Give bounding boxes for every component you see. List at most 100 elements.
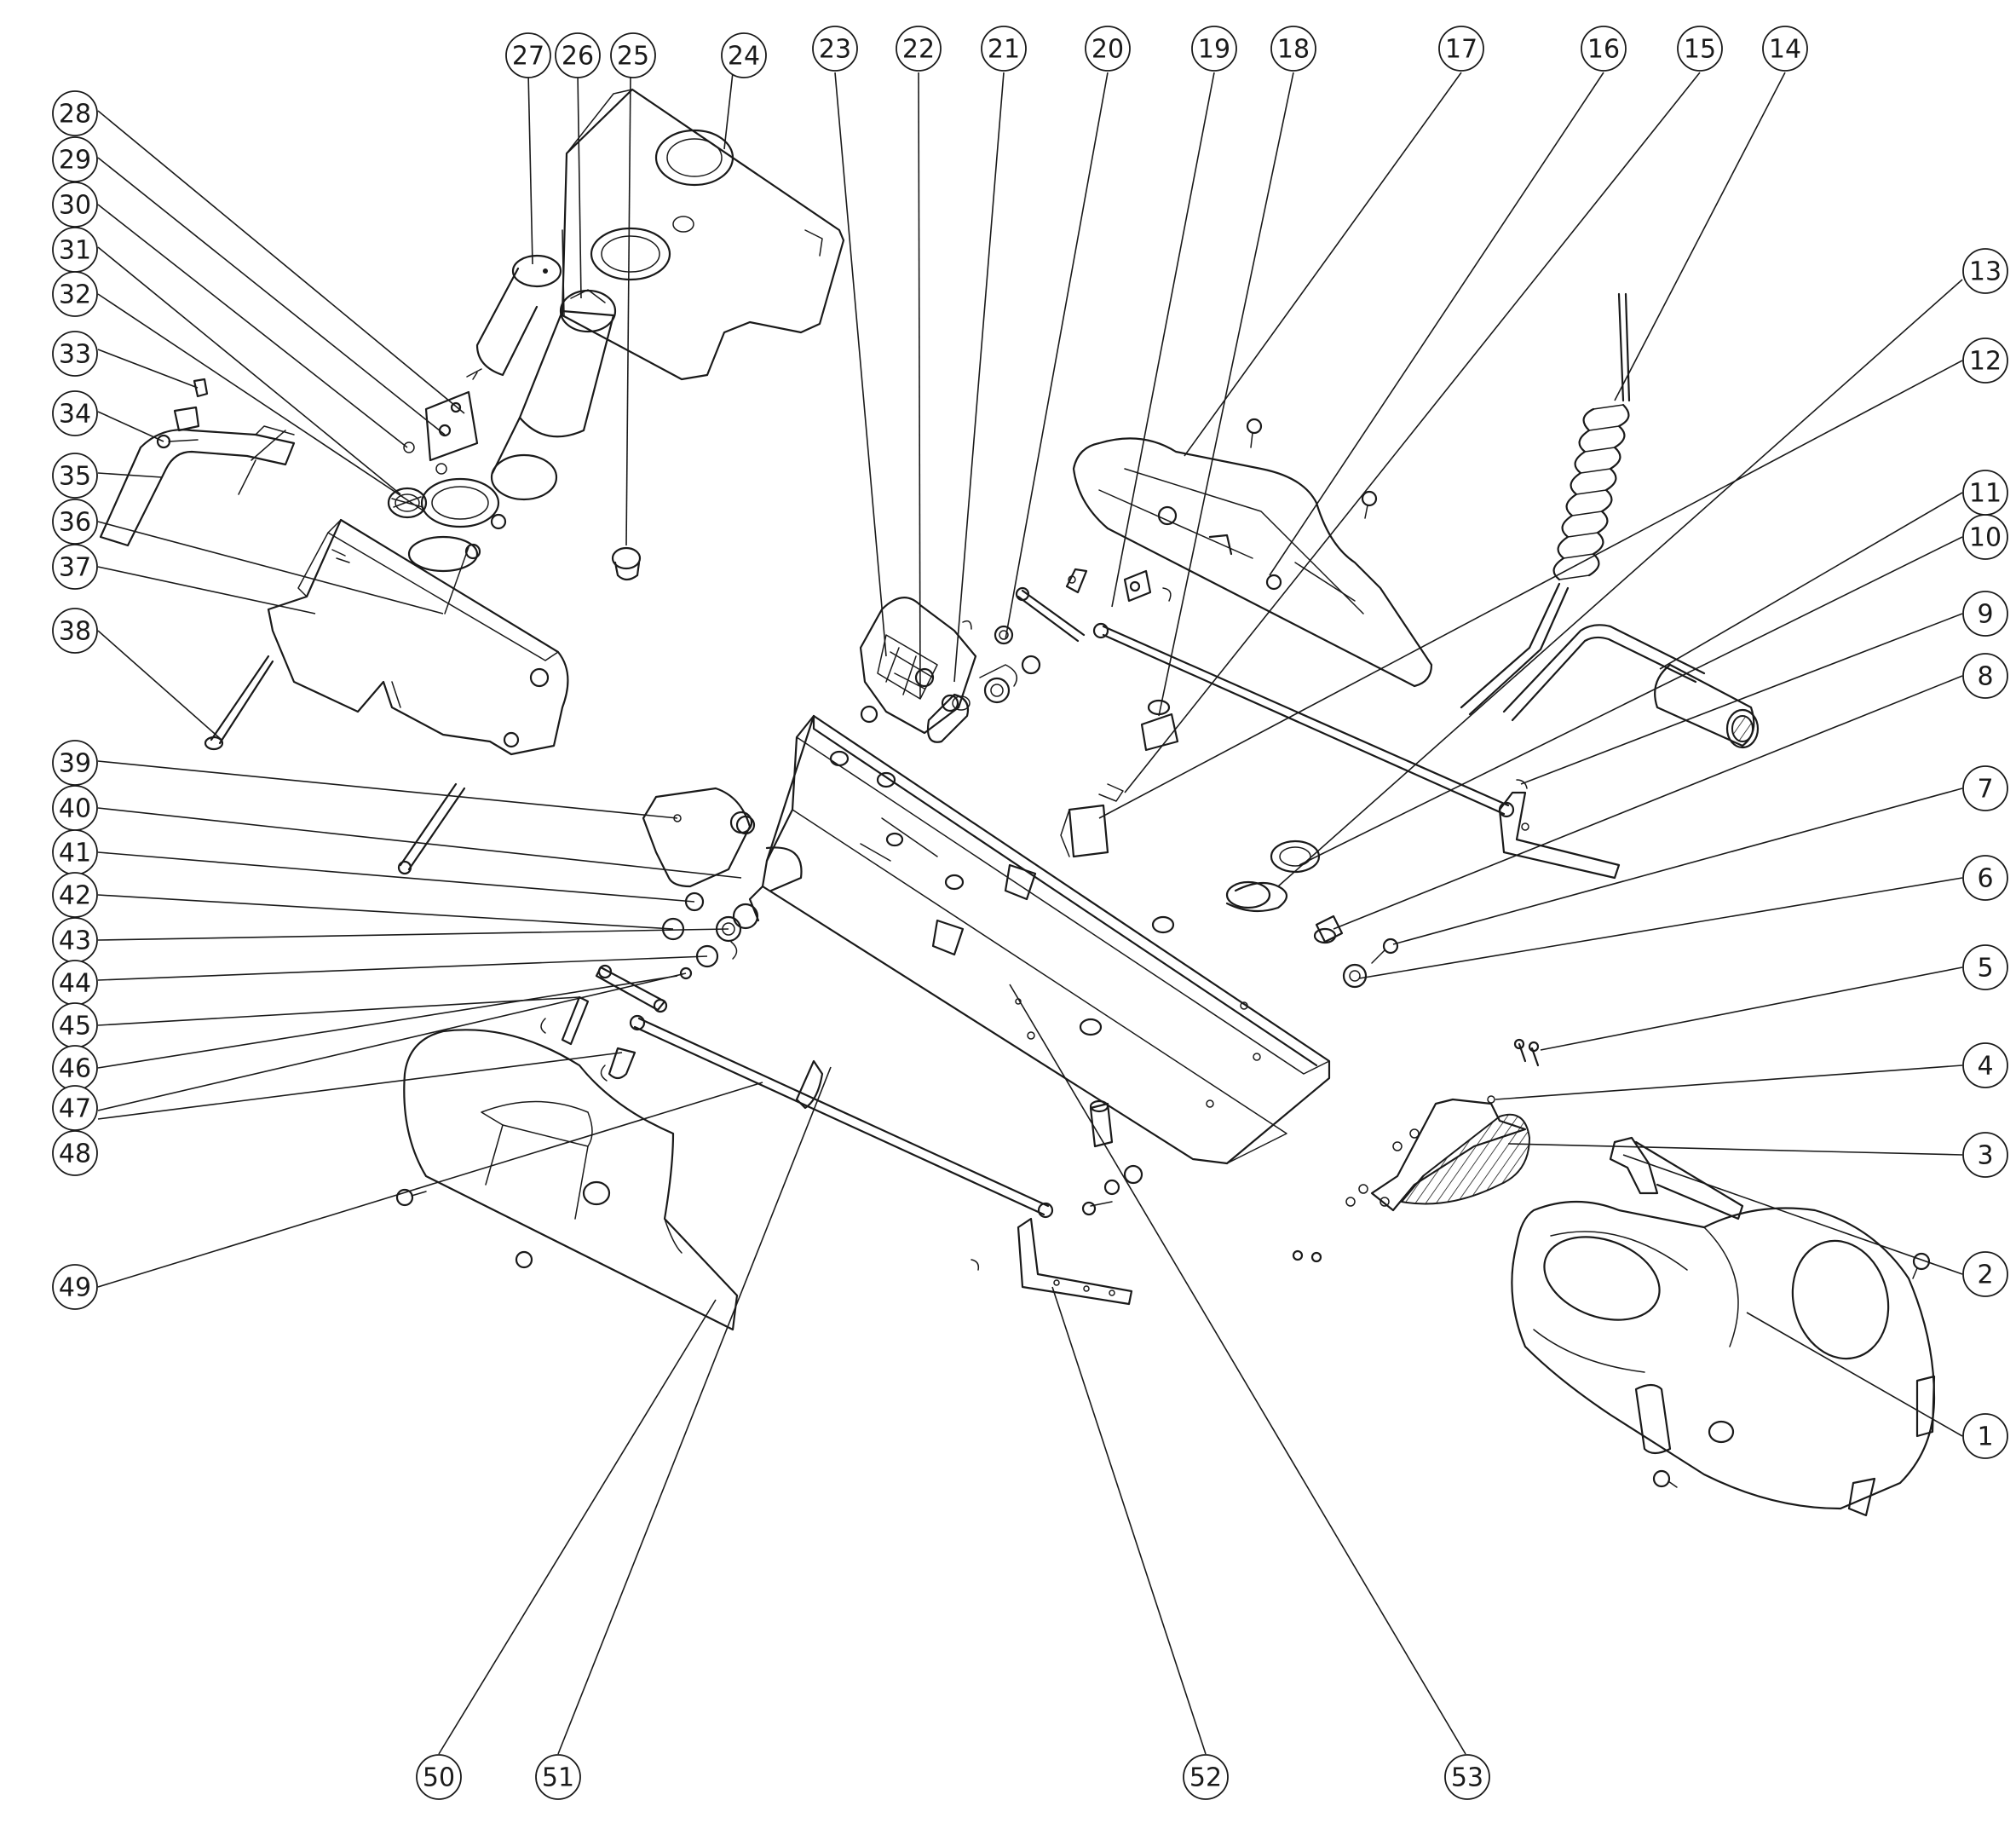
callout-46: 46 (52, 1045, 98, 1091)
part-51-lower-rod (629, 1014, 1054, 1219)
callout-circle (52, 136, 98, 182)
callout-circle (1191, 26, 1237, 72)
callout-circle (1962, 591, 2008, 637)
callout-38: 38 (52, 608, 98, 654)
callout-32: 32 (52, 271, 98, 317)
callout-circle (52, 390, 98, 436)
callout-28: 28 (52, 90, 98, 136)
callout-3: 3 (1962, 1132, 2008, 1178)
callout-number: 41 (59, 839, 91, 868)
callout-number: 12 (1969, 347, 2002, 377)
callout-number: 53 (1451, 1763, 1483, 1793)
callout-number: 8 (1977, 662, 1993, 692)
callout-47: 47 (52, 1085, 98, 1131)
callout-number: 18 (1277, 35, 1310, 65)
callout-26: 26 (555, 32, 601, 78)
callout-circle (52, 1085, 98, 1131)
callout-52: 52 (1183, 1754, 1229, 1800)
callout-number: 23 (819, 35, 851, 65)
callout-number: 9 (1977, 600, 1993, 630)
callout-number: 37 (59, 553, 91, 583)
part-2-clip (1609, 1136, 1931, 1279)
part-3-tread (1400, 1113, 1531, 1205)
callout-circle (52, 872, 98, 918)
callout-number: 21 (988, 35, 1020, 65)
callout-circle (1762, 26, 1808, 72)
callout-19: 19 (1191, 26, 1237, 72)
callout-number: 39 (59, 749, 91, 779)
callout-51: 51 (535, 1754, 581, 1800)
callout-circle (52, 331, 98, 377)
callout-circle (52, 90, 98, 136)
callout-30: 30 (52, 182, 98, 228)
part-49-screws (395, 1188, 533, 1269)
callout-number: 50 (423, 1763, 455, 1793)
part-13-spring (1225, 839, 1321, 913)
callout-circle (52, 1130, 98, 1176)
part-23-upper-plate (859, 597, 977, 735)
callout-number: 36 (59, 508, 91, 538)
callout-circle (505, 32, 551, 78)
part-26-motor-body (490, 289, 617, 501)
part-38-bolt (204, 655, 274, 751)
callout-number: 29 (59, 146, 91, 176)
part-1-right-cover (1511, 1200, 1936, 1517)
callout-number: 45 (59, 1012, 91, 1041)
callout-2: 2 (1962, 1251, 2008, 1297)
callout-8: 8 (1962, 653, 2008, 699)
callout-number: 13 (1969, 257, 2002, 287)
callout-circle (1962, 653, 2008, 699)
callout-circle (1962, 1132, 2008, 1178)
callout-number: 19 (1198, 35, 1230, 65)
callout-number: 3 (1977, 1141, 1993, 1171)
callout-circle (1183, 1754, 1229, 1800)
callout-circle (610, 32, 656, 78)
part-10-lever-bracket (1498, 779, 1621, 880)
callout-number: 15 (1684, 35, 1716, 65)
callout-10: 10 (1962, 514, 2008, 560)
callout-40: 40 (52, 785, 98, 831)
part-24-top-cover (561, 88, 845, 381)
callout-14: 14 (1762, 26, 1808, 72)
part-52-lower-bracket (971, 1217, 1133, 1306)
callout-number: 24 (728, 42, 760, 72)
part-5-screws (1513, 1038, 1540, 1067)
callout-50: 50 (416, 1754, 462, 1800)
part-39-side-plate (642, 787, 753, 888)
callout-circle (416, 1754, 462, 1800)
callout-number: 43 (59, 926, 91, 956)
callout-35: 35 (52, 453, 98, 499)
callout-31: 31 (52, 227, 98, 273)
callout-25: 25 (610, 32, 656, 78)
screws-lower-right (1292, 1249, 1322, 1263)
callout-4: 4 (1962, 1042, 2008, 1088)
part-31-ring (420, 477, 507, 530)
callout-43: 43 (52, 917, 98, 963)
callout-number: 47 (59, 1094, 91, 1124)
callout-22: 22 (896, 26, 942, 72)
callout-circle (52, 740, 98, 786)
callout-number: 6 (1977, 864, 1993, 894)
callout-circle (721, 32, 767, 78)
callout-15: 15 (1677, 26, 1723, 72)
callout-37: 37 (52, 544, 98, 590)
callout-circle (52, 608, 98, 654)
part-40-pin (397, 782, 466, 875)
callout-circle (1581, 26, 1627, 72)
part-37-housing (267, 518, 569, 756)
callout-24: 24 (721, 32, 767, 78)
part-32-gear (387, 487, 428, 519)
callout-9: 9 (1962, 591, 2008, 637)
part-45-48-links (540, 964, 693, 1082)
callout-number: 52 (1189, 1763, 1222, 1793)
callout-circle (1962, 338, 2008, 384)
callout-number: 48 (59, 1140, 91, 1169)
screws-upper-right (1246, 418, 1378, 519)
part-17-side-cover (1065, 437, 1433, 688)
callout-number: 31 (59, 236, 91, 266)
part-25-fitting (611, 546, 642, 581)
callout-circle (1444, 1754, 1490, 1800)
callout-circle (52, 271, 98, 317)
callout-number: 49 (59, 1273, 91, 1303)
